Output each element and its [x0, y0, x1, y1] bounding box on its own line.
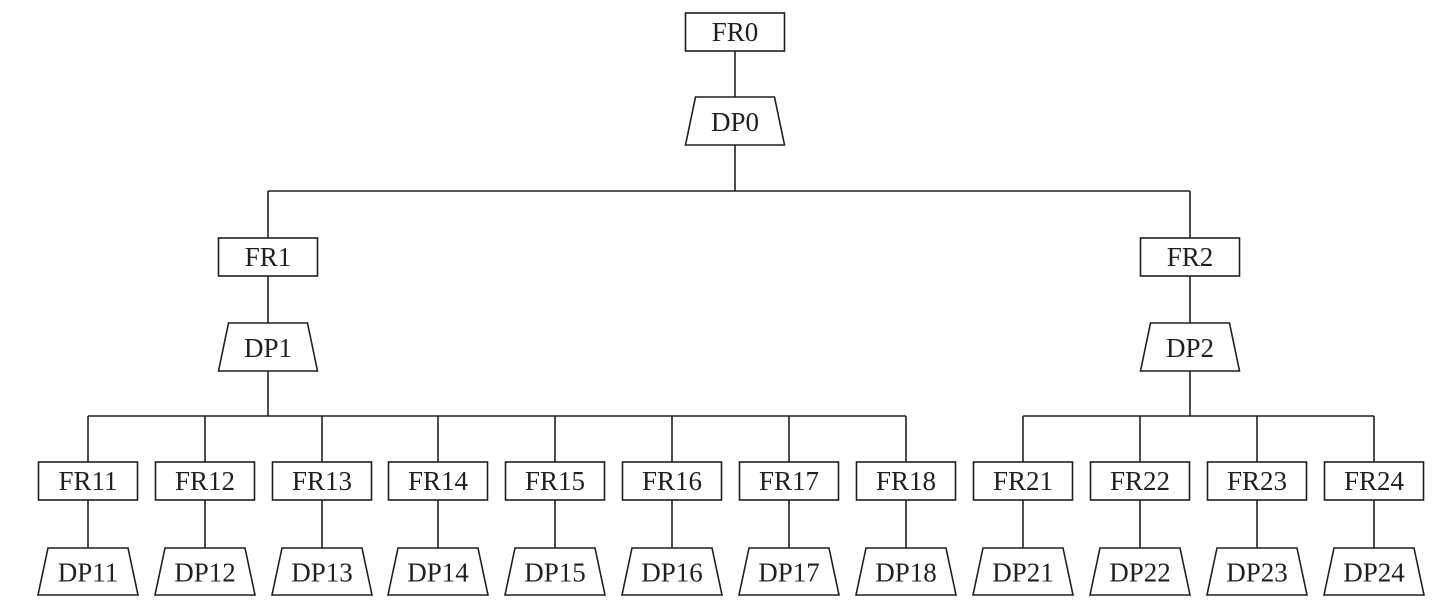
node-fr21-box: [972, 461, 1074, 501]
node-dp24-shape: [1323, 547, 1425, 596]
node-fr14-label: FR14: [408, 466, 469, 496]
node-fr15: FR15: [504, 461, 606, 501]
node-fr17-label: FR17: [759, 466, 819, 496]
node-fr21-label: FR21: [993, 466, 1053, 496]
node-dp23-shape: [1206, 547, 1308, 596]
node-dp11-label: DP11: [58, 558, 119, 588]
node-fr23-label: FR23: [1227, 466, 1287, 496]
node-fr17: FR17: [738, 461, 840, 501]
node-dp13-label: DP13: [291, 558, 353, 588]
node-dp17: DP17: [738, 547, 840, 596]
node-fr22-box: [1089, 461, 1191, 501]
node-fr15-box: [504, 461, 606, 501]
node-fr13: FR13: [271, 461, 373, 501]
node-dp24: DP24: [1323, 547, 1425, 596]
node-dp24-label: DP24: [1343, 558, 1405, 588]
node-fr14: FR14: [387, 461, 489, 501]
node-dp13-shape: [271, 547, 373, 596]
node-dp13: DP13: [271, 547, 373, 596]
node-fr14-box: [387, 461, 489, 501]
node-fr23: FR23: [1206, 461, 1308, 501]
node-fr1-box: [217, 237, 319, 277]
node-fr11-box: [37, 461, 139, 501]
node-dp16-shape: [621, 547, 723, 596]
node-fr15-label: FR15: [525, 466, 585, 496]
node-dp21: DP21: [972, 547, 1074, 596]
node-dp17-label: DP17: [758, 558, 820, 588]
node-dp14-shape: [387, 547, 489, 596]
node-fr16: FR16: [621, 461, 723, 501]
node-dp0: DP0: [684, 96, 786, 146]
node-fr13-box: [271, 461, 373, 501]
node-dp15-label: DP15: [524, 558, 586, 588]
node-dp23-label: DP23: [1226, 558, 1288, 588]
node-fr12-box: [154, 461, 256, 501]
connector-lines: [87, 50, 1375, 548]
node-fr0-label: FR0: [712, 17, 759, 47]
node-fr1-label: FR1: [245, 242, 292, 272]
node-dp21-label: DP21: [992, 558, 1054, 588]
node-fr12: FR12: [154, 461, 256, 501]
node-dp23: DP23: [1206, 547, 1308, 596]
node-fr1: FR1: [217, 237, 319, 277]
node-fr22: FR22: [1089, 461, 1191, 501]
node-dp16-label: DP16: [641, 558, 703, 588]
node-dp1: DP1: [217, 322, 319, 372]
node-dp2: DP2: [1139, 322, 1241, 372]
node-dp12: DP12: [154, 547, 256, 596]
node-dp21-shape: [972, 547, 1074, 596]
node-dp22-label: DP22: [1109, 558, 1171, 588]
node-dp0-shape: [684, 96, 786, 146]
node-fr17-box: [738, 461, 840, 501]
node-dp0-label: DP0: [711, 107, 759, 137]
node-fr0: FR0: [684, 12, 786, 52]
node-dp2-shape: [1139, 322, 1241, 372]
node-dp22: DP22: [1089, 547, 1191, 596]
node-dp15: DP15: [504, 547, 606, 596]
node-fr2-box: [1139, 237, 1241, 277]
node-fr18-label: FR18: [876, 466, 936, 496]
node-dp11-shape: [37, 547, 139, 596]
node-fr22-label: FR22: [1110, 466, 1170, 496]
node-fr16-label: FR16: [642, 466, 702, 496]
node-fr18-box: [855, 461, 957, 501]
node-fr18: FR18: [855, 461, 957, 501]
node-dp2-label: DP2: [1166, 333, 1214, 363]
node-dp17-shape: [738, 547, 840, 596]
node-dp1-shape: [217, 322, 319, 372]
node-fr16-box: [621, 461, 723, 501]
node-dp16: DP16: [621, 547, 723, 596]
node-fr24: FR24: [1323, 461, 1425, 501]
node-dp15-shape: [504, 547, 606, 596]
node-fr12-label: FR12: [175, 466, 235, 496]
node-dp22-shape: [1089, 547, 1191, 596]
node-fr11: FR11: [37, 461, 139, 501]
node-fr0-box: [684, 12, 786, 52]
node-dp14-label: DP14: [407, 558, 469, 588]
node-fr11-label: FR11: [58, 466, 117, 496]
node-dp12-label: DP12: [174, 558, 236, 588]
node-fr2-label: FR2: [1167, 242, 1214, 272]
node-dp18-shape: [855, 547, 957, 596]
node-fr2: FR2: [1139, 237, 1241, 277]
node-fr24-label: FR24: [1344, 466, 1405, 496]
node-fr21: FR21: [972, 461, 1074, 501]
node-dp18-label: DP18: [875, 558, 937, 588]
node-fr13-label: FR13: [292, 466, 352, 496]
node-fr24-box: [1323, 461, 1425, 501]
node-dp12-shape: [154, 547, 256, 596]
node-fr23-box: [1206, 461, 1308, 501]
node-dp1-label: DP1: [244, 333, 292, 363]
node-dp14: DP14: [387, 547, 489, 596]
node-dp18: DP18: [855, 547, 957, 596]
node-dp11: DP11: [37, 547, 139, 596]
